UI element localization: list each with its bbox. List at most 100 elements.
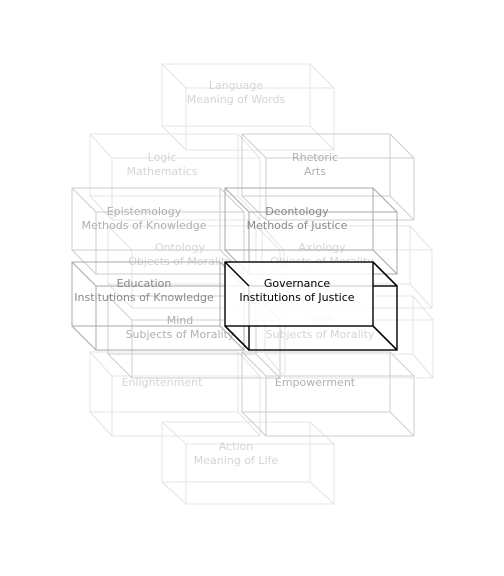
box-front-face bbox=[89, 351, 239, 413]
box-depth-edge bbox=[161, 125, 187, 151]
box-front-face bbox=[161, 421, 311, 483]
box-subtitle: Institutions of Justice bbox=[239, 291, 354, 304]
box-subtitle: Subjects of Morality bbox=[126, 328, 235, 341]
box-subtitle: Methods of Justice bbox=[247, 219, 348, 232]
box-depth-edge bbox=[309, 63, 335, 89]
box-depth-edge bbox=[309, 125, 335, 151]
box-back-face bbox=[185, 443, 335, 505]
box-front-face bbox=[241, 133, 391, 197]
box-depth-edge bbox=[224, 187, 250, 213]
box-depth-edge bbox=[261, 225, 285, 251]
box-empowerment: Empowerment bbox=[241, 351, 415, 437]
box-front-face bbox=[224, 187, 374, 251]
box-subtitle: Methods of Knowledge bbox=[81, 219, 206, 232]
box-title: Axiology bbox=[298, 241, 346, 254]
box-depth-edge bbox=[89, 133, 113, 159]
box-depth-edge bbox=[71, 187, 97, 213]
box-back-face bbox=[111, 375, 261, 437]
box-depth-edge bbox=[224, 261, 250, 287]
box-depth-edge bbox=[161, 421, 187, 445]
box-title: Empowerment bbox=[275, 376, 356, 389]
box-depth-edge bbox=[264, 353, 286, 379]
box-depth-edge bbox=[389, 195, 415, 221]
box-depth-edge bbox=[389, 411, 415, 437]
box-depth-edge bbox=[219, 187, 245, 213]
box-back-face bbox=[95, 211, 245, 275]
box-depth-edge bbox=[237, 351, 261, 377]
box-depth-edge bbox=[237, 133, 261, 159]
box-front-face bbox=[241, 351, 391, 413]
box-depth-edge bbox=[309, 421, 335, 445]
box-subtitle: Subjects of Morality bbox=[266, 328, 375, 341]
box-title: Language bbox=[209, 79, 264, 92]
box-title: Governance bbox=[264, 277, 331, 290]
box-depth-edge bbox=[89, 411, 113, 437]
box-depth-edge bbox=[389, 351, 415, 377]
box-front-face bbox=[89, 133, 239, 197]
box-depth-edge bbox=[71, 261, 97, 287]
box-depth-edge bbox=[309, 481, 335, 505]
box-front-face bbox=[71, 187, 221, 251]
box-depth-edge bbox=[107, 225, 133, 251]
box-depth-edge bbox=[237, 411, 261, 437]
box-back-face bbox=[185, 87, 335, 151]
box-depth-edge bbox=[71, 325, 97, 351]
box-depth-edge bbox=[255, 353, 281, 379]
box-depth-edge bbox=[107, 283, 133, 309]
box-depth-edge bbox=[219, 325, 245, 351]
box-title: Mind bbox=[167, 314, 194, 327]
box-title: Logic bbox=[148, 151, 177, 164]
box-depth-edge bbox=[161, 481, 187, 505]
box-depth-edge bbox=[237, 195, 261, 221]
box-front-face bbox=[71, 261, 221, 327]
box-depth-edge bbox=[372, 187, 398, 213]
box-depth-edge bbox=[241, 411, 267, 437]
box-depth-edge bbox=[409, 225, 433, 251]
box-subtitle: Meaning of Life bbox=[194, 454, 279, 467]
box-front-face bbox=[107, 225, 257, 285]
box-depth-edge bbox=[161, 63, 187, 89]
box-subtitle: Mathematics bbox=[127, 165, 198, 178]
box-depth-edge bbox=[409, 283, 433, 309]
box-depth-edge bbox=[224, 325, 250, 351]
box-depth-edge bbox=[389, 133, 415, 159]
box-title: Ontology bbox=[155, 241, 205, 254]
box-depth-edge bbox=[107, 295, 133, 321]
box-depth-edge bbox=[89, 351, 113, 377]
box-enlightenment: Enlightenment bbox=[89, 351, 261, 437]
box-subtitle: Arts bbox=[304, 165, 326, 178]
box-title: Enlightenment bbox=[122, 376, 203, 389]
box-depth-edge bbox=[241, 195, 267, 221]
box-back-face bbox=[111, 157, 261, 221]
box-front-face bbox=[224, 261, 374, 327]
box-title: Deontology bbox=[265, 205, 329, 218]
box-depth-edge bbox=[241, 351, 267, 377]
box-front-face bbox=[161, 63, 311, 127]
box-depth-edge bbox=[255, 225, 281, 251]
box-back-face bbox=[131, 319, 281, 379]
box-depth-edge bbox=[89, 195, 113, 221]
box-back-face bbox=[265, 375, 415, 437]
box-depth-edge bbox=[372, 325, 398, 351]
box-subtitle: Institutions of Knowledge bbox=[74, 291, 214, 304]
box-depth-edge bbox=[372, 249, 398, 275]
box-depth-edge bbox=[241, 133, 267, 159]
box-subtitle: Meaning of Words bbox=[187, 93, 286, 106]
box-depth-edge bbox=[372, 261, 398, 287]
box-title: Epistemology bbox=[107, 205, 182, 218]
box-title: Action bbox=[219, 440, 253, 453]
box-title: Education bbox=[117, 277, 172, 290]
box-title: Rhetoric bbox=[292, 151, 338, 164]
box-depth-edge bbox=[412, 353, 434, 379]
box-depth-edge bbox=[107, 353, 133, 379]
